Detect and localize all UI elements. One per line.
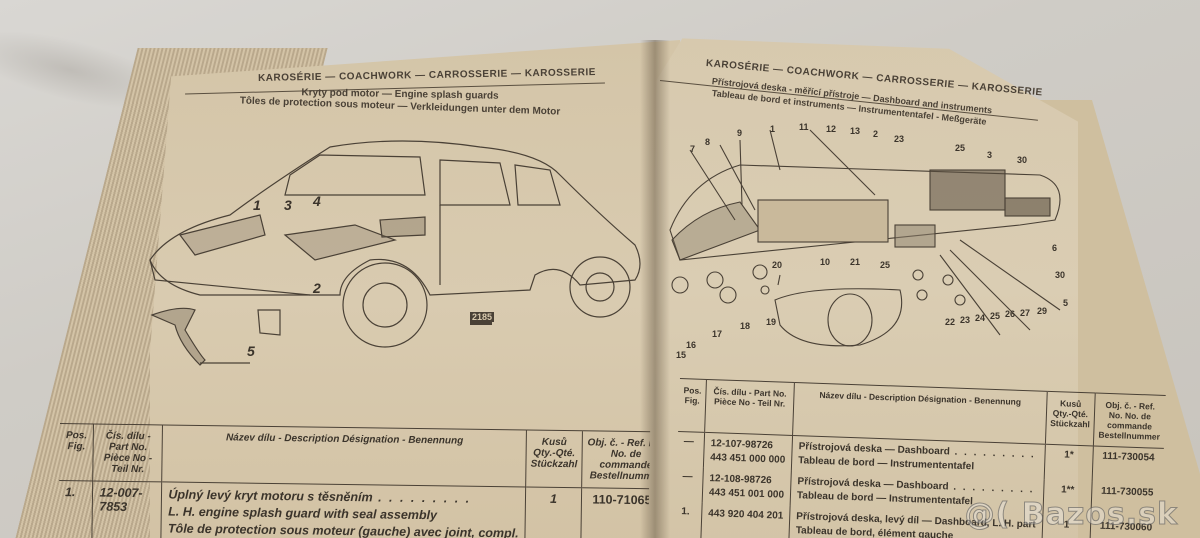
callout-26: 26 bbox=[1005, 309, 1016, 319]
callout-5-dash: 5 bbox=[1063, 298, 1069, 308]
callout-23-bottom: 23 bbox=[960, 315, 971, 325]
callout-3-dash: 3 bbox=[987, 150, 993, 160]
left-page bbox=[150, 40, 680, 538]
callout-8: 8 bbox=[705, 137, 711, 147]
col-pos: Pos. Fig. bbox=[59, 423, 94, 481]
col-description: Název dílu - Description Désignation - B… bbox=[792, 382, 1047, 445]
callout-20: 20 bbox=[772, 260, 783, 270]
col-ref-no: Obj. č. - Ref. No. No. de commande Beste… bbox=[1093, 393, 1166, 449]
row-ref-no: 111-730054 bbox=[1092, 445, 1164, 484]
callout-13: 13 bbox=[850, 126, 861, 136]
part-no-line: 443 451 001 000 bbox=[708, 486, 785, 501]
callout-7: 7 bbox=[690, 144, 696, 154]
callout-1-dash: 1 bbox=[770, 124, 776, 134]
callout-25-top: 25 bbox=[955, 143, 966, 153]
callout-3: 3 bbox=[284, 197, 292, 213]
row-part-no: 12-107-98726 443 451 000 000 bbox=[703, 432, 793, 471]
callout-10: 10 bbox=[820, 257, 831, 267]
row-pos: 1. bbox=[64, 485, 76, 500]
callout-1: 1 bbox=[253, 197, 261, 213]
callout-11: 11 bbox=[799, 122, 809, 132]
row-part-no: 12-007-7853 bbox=[92, 480, 163, 538]
row-pos: — bbox=[683, 436, 694, 448]
col-qty: Kusů Qty.-Qté. Stückzahl bbox=[1044, 391, 1096, 446]
callout-2-dash: 2 bbox=[873, 129, 879, 139]
callout-30-top: 30 bbox=[1017, 155, 1028, 165]
callout-6: 6 bbox=[1052, 243, 1058, 253]
callout-25-bottom: 25 bbox=[880, 260, 891, 270]
callout-25-b2: 25 bbox=[990, 311, 1001, 321]
callout-29: 29 bbox=[1037, 306, 1048, 316]
row-pos: 1. bbox=[681, 506, 690, 518]
book-gutter bbox=[640, 40, 670, 538]
col-part-no: Čís. dílu - Part No. Pièce No - Teil Nr. bbox=[93, 423, 163, 482]
row-qty: 1* bbox=[1043, 444, 1094, 482]
row-part-no: 443 920 404 201 bbox=[700, 502, 791, 538]
callout-23: 23 bbox=[894, 134, 905, 144]
callout-27: 27 bbox=[1020, 308, 1031, 318]
callout-22: 22 bbox=[945, 317, 956, 327]
table-row: 1. 12-007-7853 Úplný levý kryt motoru s … bbox=[58, 480, 670, 538]
callout-4: 4 bbox=[313, 193, 321, 209]
bazos-watermark: @( Bazos.sk bbox=[964, 497, 1178, 533]
callout-12: 12 bbox=[826, 124, 837, 134]
col-part-no: Čís. dílu - Part No. Pièce No - Teil Nr. bbox=[704, 379, 795, 436]
part-no-line: 443 451 000 000 bbox=[710, 451, 786, 466]
callout-21: 21 bbox=[850, 257, 861, 267]
callout-15: 15 bbox=[676, 350, 687, 360]
col-qty: Kusů Qty.-Qté. Stückzahl bbox=[525, 430, 583, 488]
callout-19: 19 bbox=[766, 317, 777, 327]
callout-9: 9 bbox=[737, 128, 743, 138]
col-pos: Pos. Fig. bbox=[678, 378, 707, 433]
row-qty: 1 bbox=[524, 487, 582, 538]
row-description: Úplný levý kryt motoru s těsněním L. H. … bbox=[161, 481, 526, 538]
left-parts-table: Pos. Fig. Čís. dílu - Part No. Pièce No … bbox=[58, 423, 670, 538]
dashboard-diagram bbox=[669, 129, 1061, 347]
row-part-no: 12-108-98726 443 451 001 000 bbox=[702, 467, 792, 506]
part-no-line: 443 920 404 201 bbox=[708, 508, 784, 522]
row-pos: — bbox=[682, 471, 693, 483]
callout-17: 17 bbox=[712, 329, 723, 339]
col-description: Název dílu - Description Désignation - B… bbox=[162, 424, 527, 488]
callout-16: 16 bbox=[686, 340, 697, 350]
callout-18: 18 bbox=[740, 321, 751, 331]
figure-code: 2185 bbox=[470, 312, 495, 322]
car-diagram bbox=[149, 140, 641, 366]
callout-24: 24 bbox=[975, 313, 986, 323]
callout-30-bottom: 30 bbox=[1055, 270, 1066, 280]
callout-5: 5 bbox=[247, 343, 255, 359]
callout-2: 2 bbox=[313, 280, 321, 296]
